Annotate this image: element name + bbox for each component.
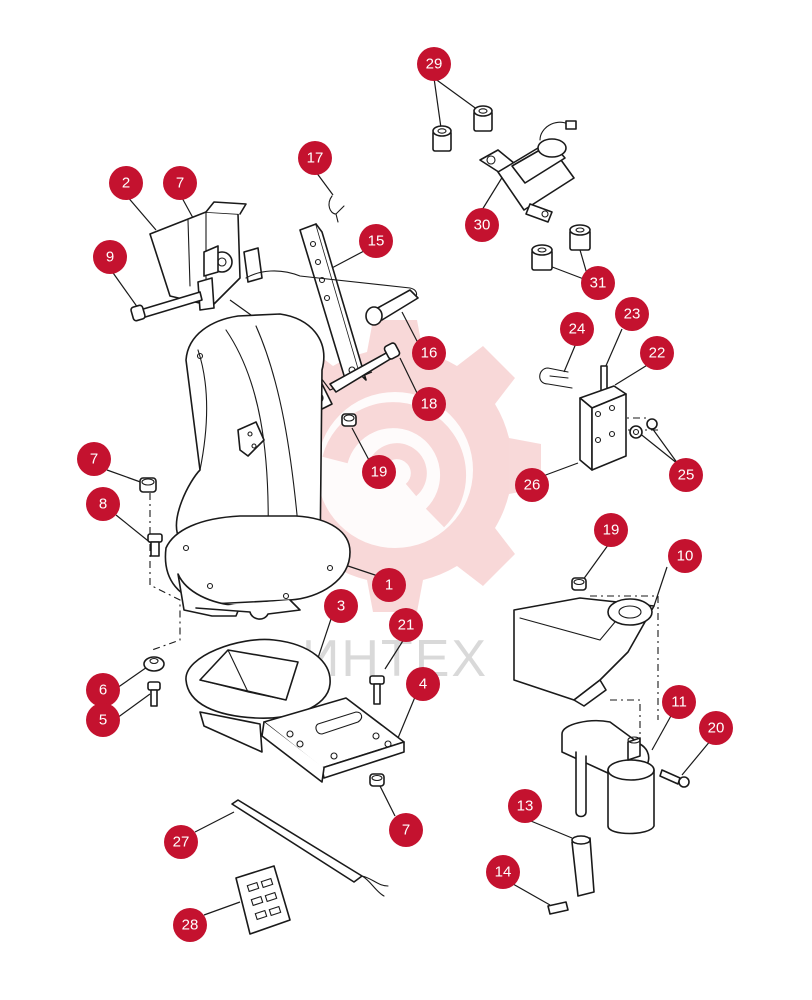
svg-text:19: 19 — [603, 522, 620, 539]
svg-text:5: 5 — [99, 712, 107, 729]
part-6-washer — [143, 656, 165, 672]
svg-text:2: 2 — [122, 175, 130, 192]
callout-7-left[interactable]: 7 — [77, 442, 111, 476]
callout-19-top[interactable]: 19 — [362, 455, 396, 489]
part-27-cable — [231, 799, 389, 897]
svg-text:7: 7 — [176, 175, 184, 192]
part-7-nut-bottom — [369, 773, 385, 787]
svg-text:17: 17 — [307, 150, 324, 167]
part-8-bolt-left — [147, 533, 163, 557]
callouts: 29 30 31 17 2 7 9 15 16 18 19 24 23 22 2… — [77, 47, 733, 942]
callout-17[interactable]: 17 — [298, 141, 332, 175]
callout-24[interactable]: 24 — [560, 312, 594, 346]
callout-2[interactable]: 2 — [109, 166, 143, 200]
part-19-nut-right — [571, 577, 587, 591]
svg-text:22: 22 — [649, 345, 666, 362]
svg-text:13: 13 — [517, 798, 534, 815]
part-16-pin — [365, 289, 419, 326]
part-24-u-bolt — [539, 367, 573, 389]
part-14-roll-pin — [547, 901, 569, 915]
svg-text:8: 8 — [99, 496, 107, 513]
svg-text:11: 11 — [671, 694, 687, 711]
part-28-control-pad — [235, 865, 291, 935]
svg-text:20: 20 — [708, 720, 725, 737]
part-2-bracket — [149, 201, 263, 311]
callout-25[interactable]: 25 — [669, 458, 703, 492]
part-30-actuator — [479, 120, 577, 223]
part-17-hairpin-clip — [328, 195, 345, 223]
svg-text:3: 3 — [337, 598, 345, 615]
svg-text:24: 24 — [569, 321, 586, 338]
callout-7-top[interactable]: 7 — [163, 166, 197, 200]
svg-text:26: 26 — [524, 477, 541, 494]
part-5-bolt — [147, 681, 161, 707]
svg-text:18: 18 — [421, 396, 438, 413]
part-1-chute — [164, 313, 351, 620]
callout-22[interactable]: 22 — [640, 336, 674, 370]
svg-text:28: 28 — [182, 917, 199, 934]
svg-text:4: 4 — [419, 676, 427, 693]
callout-3[interactable]: 3 — [324, 589, 358, 623]
svg-text:25: 25 — [678, 467, 695, 484]
part-20-bolt — [659, 769, 690, 788]
svg-text:16: 16 — [421, 345, 438, 362]
callout-18[interactable]: 18 — [412, 387, 446, 421]
callout-8[interactable]: 8 — [86, 487, 120, 521]
svg-text:19: 19 — [371, 464, 388, 481]
part-31-bushings — [531, 224, 591, 271]
callout-4[interactable]: 4 — [406, 667, 440, 701]
callout-26[interactable]: 26 — [515, 468, 549, 502]
svg-text:1: 1 — [385, 577, 393, 594]
callout-29[interactable]: 29 — [417, 47, 451, 81]
svg-text:7: 7 — [90, 451, 98, 468]
callout-20[interactable]: 20 — [699, 711, 733, 745]
callout-15[interactable]: 15 — [359, 224, 393, 258]
svg-text:9: 9 — [106, 249, 114, 266]
callout-7-bottom[interactable]: 7 — [389, 813, 423, 847]
part-11-mount — [561, 719, 655, 835]
part-25-nuts — [629, 418, 658, 439]
callout-23[interactable]: 23 — [615, 297, 649, 331]
svg-text:23: 23 — [624, 306, 641, 323]
callout-21[interactable]: 21 — [389, 608, 423, 642]
svg-text:15: 15 — [368, 233, 385, 250]
callout-31[interactable]: 31 — [581, 266, 615, 300]
callout-6[interactable]: 6 — [86, 673, 120, 707]
callout-14[interactable]: 14 — [486, 855, 520, 889]
svg-text:10: 10 — [677, 548, 694, 565]
callout-28[interactable]: 28 — [173, 908, 207, 942]
callout-11[interactable]: 11 — [662, 685, 696, 719]
callout-5[interactable]: 5 — [86, 703, 120, 737]
part-7-nut-left — [139, 477, 157, 493]
part-10-bracket — [513, 597, 655, 707]
part-29-bushings — [432, 105, 493, 152]
part-4-base-plate — [261, 697, 405, 783]
part-3-adapter — [185, 638, 331, 753]
part-21-bolt — [369, 675, 385, 705]
callout-10[interactable]: 10 — [668, 539, 702, 573]
callout-1[interactable]: 1 — [372, 568, 406, 602]
svg-text:14: 14 — [495, 864, 512, 881]
callout-27[interactable]: 27 — [164, 825, 198, 859]
watermark-text: ИНТЕХ — [302, 630, 488, 688]
part-13-pin — [571, 835, 595, 897]
part-19-nut-top — [341, 413, 357, 427]
part-9-bolt — [130, 291, 203, 322]
svg-text:31: 31 — [590, 275, 607, 292]
svg-text:29: 29 — [426, 56, 443, 73]
callout-16[interactable]: 16 — [412, 336, 446, 370]
svg-text:30: 30 — [474, 217, 491, 234]
callout-19-right[interactable]: 19 — [594, 513, 628, 547]
part-26-block — [579, 385, 627, 471]
svg-text:7: 7 — [402, 822, 410, 839]
svg-text:21: 21 — [398, 617, 415, 634]
callout-30[interactable]: 30 — [465, 208, 499, 242]
svg-text:6: 6 — [99, 682, 107, 699]
callout-9[interactable]: 9 — [93, 240, 127, 274]
svg-text:27: 27 — [173, 834, 190, 851]
callout-13[interactable]: 13 — [508, 789, 542, 823]
